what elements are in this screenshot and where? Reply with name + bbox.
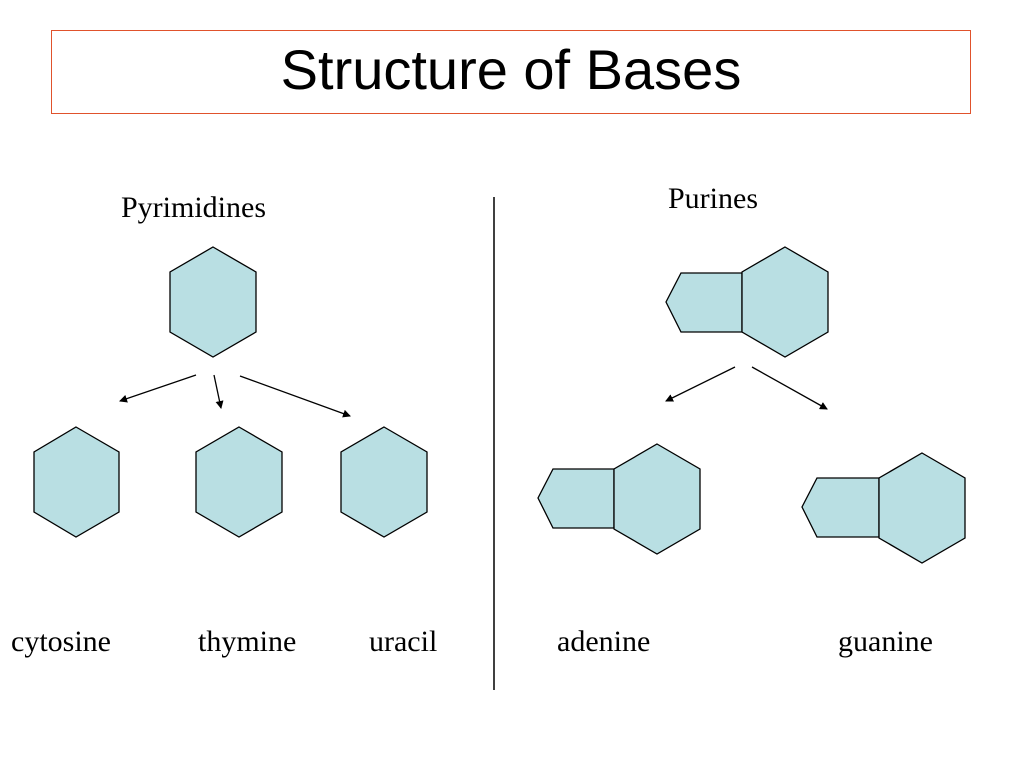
purines-heading: Purines xyxy=(668,182,758,215)
arrow-to-cytosine xyxy=(119,374,197,403)
guanine-label: guanine xyxy=(838,625,933,658)
adenine-label: adenine xyxy=(557,625,651,658)
cytosine-hexagon xyxy=(33,426,120,538)
arrow-to-uracil xyxy=(239,375,351,418)
uracil-hexagon xyxy=(340,426,428,538)
thymine-hexagon xyxy=(195,426,283,538)
pyrimidines-heading: Pyrimidines xyxy=(121,191,267,224)
adenine-rings xyxy=(537,443,701,555)
page-title: Structure of Bases xyxy=(280,38,742,101)
cytosine-label: cytosine xyxy=(11,625,111,658)
arrow-to-adenine xyxy=(665,366,736,402)
purine-parent-pentagon xyxy=(665,272,743,333)
title-box: Structure of Bases xyxy=(51,30,971,114)
arrow-to-thymine xyxy=(213,374,224,409)
guanine-hexagon xyxy=(878,452,966,564)
adenine-hexagon xyxy=(613,443,701,555)
thymine-label: thymine xyxy=(198,625,297,658)
guanine-pentagon xyxy=(801,477,880,538)
uracil-label: uracil xyxy=(369,625,438,658)
adenine-pentagon xyxy=(537,468,615,529)
guanine-rings xyxy=(801,452,966,564)
pyrimidine-parent-hexagon xyxy=(169,246,257,358)
purine-parent-hexagon xyxy=(741,246,829,358)
purine-parent-rings xyxy=(665,246,829,358)
arrow-to-guanine xyxy=(751,366,828,410)
